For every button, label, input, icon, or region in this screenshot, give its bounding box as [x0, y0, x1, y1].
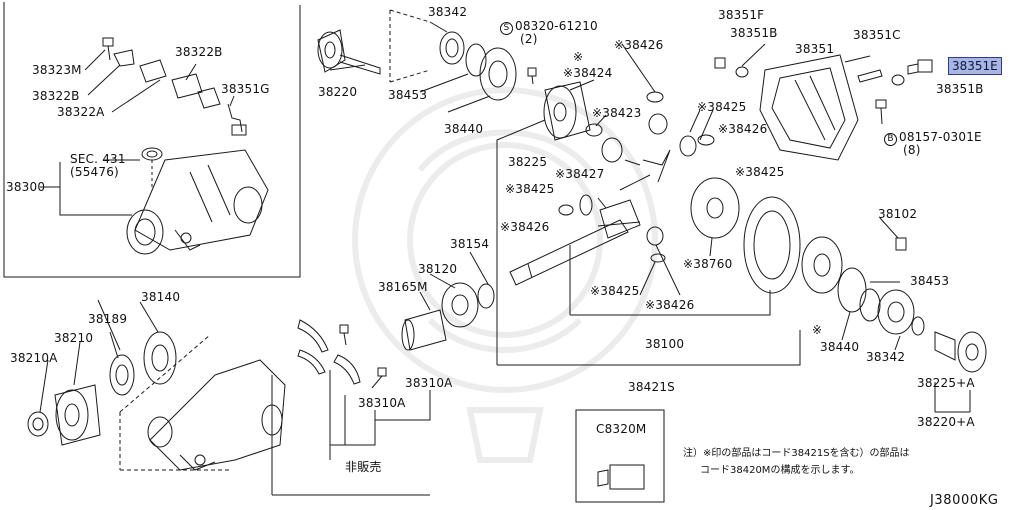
part-label-38225A[interactable]: 38225+A — [917, 376, 975, 390]
part-label-38426-d[interactable]: ※38426 — [645, 298, 695, 312]
part-label-38425-c[interactable]: ※38425 — [505, 182, 555, 196]
mount-sec431 — [141, 147, 163, 161]
pinion-gears — [558, 91, 715, 263]
part-label-38323M[interactable]: 38323M — [32, 63, 82, 77]
section-ref-431[interactable]: SEC. 431 — [70, 152, 126, 166]
bolt-08157 — [875, 99, 887, 125]
part-label-38423[interactable]: ※38423 — [592, 106, 642, 120]
diff-case-38424 — [543, 81, 591, 141]
part-label-38424[interactable]: ※38424 — [563, 66, 613, 80]
flange-38210 — [27, 384, 101, 446]
part-label-38426[interactable]: ※38426 — [614, 38, 664, 52]
sealant-tube-C8320M — [597, 464, 645, 490]
footnote-line-1: 注）※印の部品はコード38421Sを含む）の部品は — [683, 448, 910, 459]
part-label-38220A[interactable]: 38220+A — [917, 415, 975, 429]
part-label-38426-b[interactable]: ※38426 — [718, 122, 768, 136]
part-label-38220[interactable]: 38220 — [318, 85, 358, 99]
leader-lines-center — [496, 43, 801, 366]
part-label-38100[interactable]: 38100 — [645, 337, 685, 351]
part-label-38453-right[interactable]: 38453 — [910, 274, 950, 288]
clamp-bolt-38323M — [102, 37, 135, 67]
part-label-38210[interactable]: 38210 — [54, 331, 94, 345]
part-label-38421S[interactable]: 38421S — [628, 380, 675, 394]
part-label-38426-c[interactable]: ※38426 — [500, 220, 550, 234]
footnote-line-2: コード38420Mの構成を示します。 — [700, 465, 860, 476]
bolt-quantity-08157: (8) — [903, 143, 921, 157]
diagram-code: J38000KG — [930, 493, 999, 508]
ring-gear — [743, 196, 801, 294]
side-gear-38760 — [690, 177, 740, 239]
filler-plug-38351E — [891, 59, 933, 86]
part-label-38440[interactable]: 38440 — [444, 122, 484, 136]
part-label-38351B-right[interactable]: 38351B — [936, 82, 984, 96]
part-label-38322B[interactable]: 38322B — [175, 45, 223, 59]
bearing-38140 — [143, 331, 177, 385]
part-label-38310A-b[interactable]: 38310A — [358, 396, 406, 410]
part-label-38165M[interactable]: 38165M — [378, 280, 428, 294]
asterisk-marker-right: ※ — [812, 323, 823, 337]
bearing-38120 — [441, 282, 495, 328]
drive-pinion-38100 — [509, 219, 629, 286]
diff-carrier-right — [801, 236, 925, 336]
part-label-38189[interactable]: 38189 — [88, 312, 128, 326]
part-label-38351E-selected[interactable]: 38351E — [948, 57, 1002, 75]
part-label-38225[interactable]: 38225 — [508, 155, 548, 169]
part-label-38154[interactable]: 38154 — [450, 237, 490, 251]
stud-38351C — [857, 69, 883, 83]
part-label-38453[interactable]: 38453 — [388, 88, 428, 102]
part-label-38322B-lower[interactable]: 38322B — [32, 89, 80, 103]
watermark-emblem — [352, 87, 658, 463]
part-label-38351F[interactable]: 38351F — [718, 8, 765, 22]
differential-assembly-38300 — [126, 149, 269, 255]
part-label-38425-b[interactable]: ※38425 — [735, 165, 785, 179]
part-label-38322A[interactable]: 38322A — [57, 105, 105, 119]
part-label-38120[interactable]: 38120 — [418, 262, 458, 276]
part-label-38351C[interactable]: 38351C — [853, 28, 901, 42]
bearing-caps — [297, 319, 387, 389]
part-label-38425[interactable]: ※38425 — [697, 100, 747, 114]
not-for-sale-label: 非販売 — [345, 460, 382, 474]
asterisk-marker: ※ — [573, 50, 584, 64]
part-label-38351G[interactable]: 38351G — [221, 82, 270, 96]
hose-38322 — [139, 59, 221, 109]
part-label-38140[interactable]: 38140 — [141, 290, 181, 304]
companion-flange-38220 — [317, 29, 381, 75]
part-label-38351B[interactable]: 38351B — [730, 26, 778, 40]
carrier-housing-38310 — [147, 359, 286, 471]
bolt-quantity-08320: (2) — [520, 32, 538, 46]
s-mark-icon: S — [500, 22, 513, 35]
part-label-38310A[interactable]: 38310A — [405, 376, 453, 390]
part-label-38760[interactable]: ※38760 — [683, 257, 733, 271]
part-label-38210A[interactable]: 38210A — [10, 351, 58, 365]
part-label-38300[interactable]: 38300 — [6, 180, 46, 194]
spacer-38165M — [401, 309, 447, 351]
leader-lines-topleft — [40, 49, 235, 216]
side-flange-38220A — [934, 331, 987, 373]
bearing-38440 — [465, 43, 517, 101]
part-label-38342-right[interactable]: 38342 — [866, 350, 906, 364]
rear-cover-38351 — [759, 54, 859, 161]
section-ref-431-code: (55476) — [70, 165, 119, 179]
part-label-38440-right[interactable]: 38440 — [820, 340, 860, 354]
b-mark-icon: B — [884, 133, 897, 146]
part-label-38351[interactable]: 38351 — [795, 42, 835, 56]
breather-38351G — [227, 103, 247, 136]
part-label-C8320M[interactable]: C8320M — [596, 422, 647, 436]
part-label-38102[interactable]: 38102 — [878, 207, 918, 221]
oil-seal-38342 — [439, 31, 465, 65]
drain-plug-38351F — [714, 57, 749, 78]
part-label-38342[interactable]: 38342 — [428, 5, 468, 19]
seal-38189 — [109, 354, 135, 396]
subassembly-frame — [3, 2, 301, 278]
bolt-08320 — [527, 67, 537, 85]
sealant-box — [575, 409, 665, 503]
part-label-38425-d[interactable]: ※38425 — [590, 284, 640, 298]
part-label-38427[interactable]: ※38427 — [555, 167, 605, 181]
